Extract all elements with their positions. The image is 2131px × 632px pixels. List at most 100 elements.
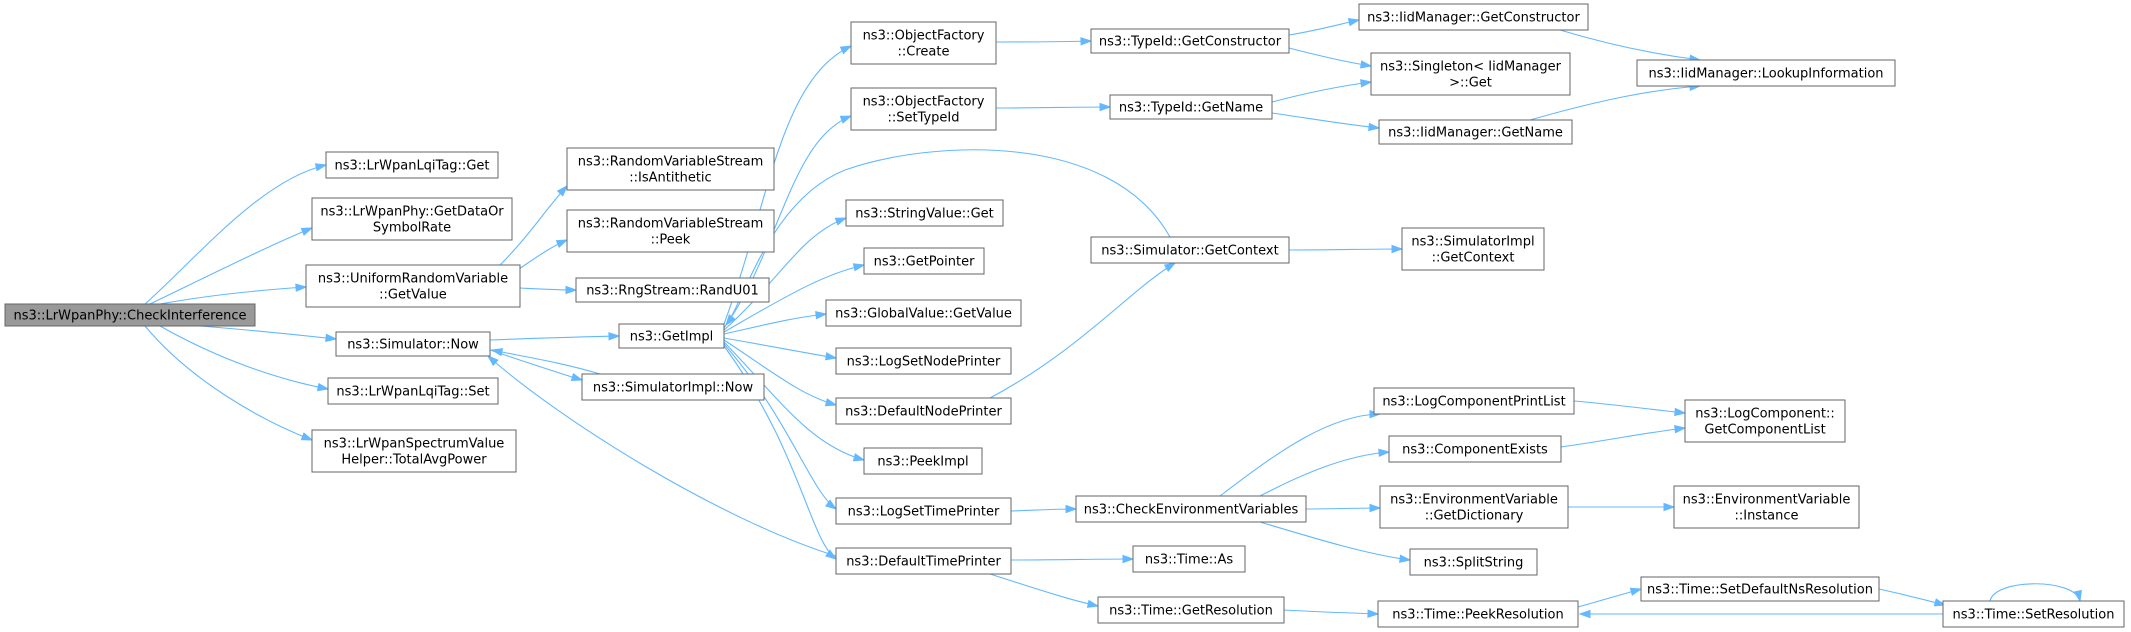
node-label: ns3::Time::SetResolution bbox=[1953, 608, 2115, 623]
edge-tidGetName-to-singleton bbox=[1271, 79, 1373, 103]
node-timeGetRes[interactable]: ns3::Time::GetResolution bbox=[1097, 596, 1285, 624]
edge-checkEnv-to-compExists bbox=[1259, 448, 1391, 497]
node-defNode[interactable]: ns3::DefaultNodePrinter bbox=[835, 397, 1012, 425]
node-lqiSet[interactable]: ns3::LrWpanLqiTag::Set bbox=[327, 377, 499, 405]
edge-timeSetRes-to-timePeekRes bbox=[1578, 609, 1944, 619]
node-envInstance[interactable]: ns3::EnvironmentVariable::Instance bbox=[1673, 485, 1860, 529]
node-lqiGet[interactable]: ns3::LrWpanLqiTag::Get bbox=[325, 151, 499, 179]
node-label: ns3::SplitString bbox=[1424, 556, 1524, 571]
node-iidGetCtor[interactable]: ns3::IidManager::GetConstructor bbox=[1358, 3, 1589, 31]
node-label: ::Create bbox=[898, 45, 950, 60]
node-logCompList[interactable]: ns3::LogComponent::GetComponentList bbox=[1684, 399, 1846, 443]
node-label: ns3::Time::As bbox=[1145, 553, 1234, 568]
node-checkEnv[interactable]: ns3::CheckEnvironmentVariables bbox=[1075, 495, 1307, 523]
edge-defNode-to-simGetCtx bbox=[989, 262, 1177, 399]
node-timeAs[interactable]: ns3::Time::As bbox=[1132, 545, 1246, 573]
node-timeSetDefNs[interactable]: ns3::Time::SetDefaultNsResolution bbox=[1640, 576, 1880, 602]
node-envGetDict[interactable]: ns3::EnvironmentVariable::GetDictionary bbox=[1379, 485, 1569, 529]
node-simNow[interactable]: ns3::Simulator::Now bbox=[335, 331, 491, 357]
node-splitStr[interactable]: ns3::SplitString bbox=[1409, 548, 1538, 576]
node-label: ns3::ComponentExists bbox=[1402, 443, 1548, 458]
node-label: ns3::ObjectFactory bbox=[863, 95, 985, 110]
node-label: ns3::LrWpanLqiTag::Get bbox=[335, 159, 490, 174]
edge-root-to-getDataOr bbox=[149, 227, 314, 305]
node-label: ns3::IidManager::GetConstructor bbox=[1367, 11, 1580, 26]
node-timeSetRes[interactable]: ns3::Time::SetResolution bbox=[1942, 600, 2125, 628]
edge-checkEnv-to-logCompPrint bbox=[1219, 410, 1382, 497]
node-label: ns3::LogComponentPrintList bbox=[1382, 395, 1565, 410]
edge-defTime-to-simNow bbox=[486, 354, 837, 557]
node-simImplNow[interactable]: ns3::SimulatorImpl::Now bbox=[581, 373, 765, 401]
node-label: ::GetContext bbox=[1432, 251, 1515, 266]
edge-timeSetDefNs-to-timeSetRes bbox=[1878, 588, 1947, 607]
node-totalAvg[interactable]: ns3::LrWpanSpectrumValueHelper::TotalAvg… bbox=[311, 429, 517, 473]
node-getPointer[interactable]: ns3::GetPointer bbox=[863, 247, 985, 275]
node-peek[interactable]: ns3::RandomVariableStream::Peek bbox=[566, 209, 775, 253]
edge-ofSetTypeId-to-tidGetName bbox=[995, 102, 1112, 112]
node-label: ns3::StringValue::Get bbox=[855, 207, 993, 222]
node-label: ns3::PeekImpl bbox=[877, 455, 968, 470]
node-label: Helper::TotalAvgPower bbox=[341, 453, 487, 468]
node-randU01[interactable]: ns3::RngStream::RandU01 bbox=[575, 277, 770, 303]
node-label: ns3::IidManager::GetName bbox=[1388, 126, 1563, 141]
node-label: ns3::TypeId::GetConstructor bbox=[1099, 35, 1282, 50]
edge-root-to-urvGetValue bbox=[159, 283, 308, 305]
node-defTime[interactable]: ns3::DefaultTimePrinter bbox=[835, 547, 1012, 575]
node-gvGetValue[interactable]: ns3::GlobalValue::GetValue bbox=[825, 299, 1022, 327]
node-label: ns3::CheckEnvironmentVariables bbox=[1084, 503, 1299, 518]
node-peekImpl[interactable]: ns3::PeekImpl bbox=[863, 447, 983, 475]
node-getImpl[interactable]: ns3::GetImpl bbox=[618, 323, 725, 349]
node-label: ns3::DefaultTimePrinter bbox=[846, 555, 1001, 570]
node-root[interactable]: ns3::LrWpanPhy::CheckInterference bbox=[4, 303, 256, 327]
node-label: ns3::Singleton< IidManager bbox=[1380, 60, 1562, 75]
node-label: ns3::GlobalValue::GetValue bbox=[835, 307, 1012, 322]
node-label: ns3::Time::GetResolution bbox=[1109, 604, 1273, 619]
node-label: ns3::UniformRandomVariable bbox=[318, 272, 508, 287]
node-label: ::Instance bbox=[1734, 509, 1798, 524]
edge-defTime-to-timeAs bbox=[1010, 554, 1135, 564]
node-label: ::GetValue bbox=[379, 288, 447, 303]
node-timePeekRes[interactable]: ns3::Time::PeekResolution bbox=[1377, 600, 1579, 628]
node-iidLookup[interactable]: ns3::IidManager::LookupInformation bbox=[1636, 59, 1896, 87]
edge-urvGetValue-to-randU01 bbox=[519, 285, 578, 295]
edge-ofCreate-to-tidGetCtor bbox=[995, 37, 1093, 46]
node-singleton[interactable]: ns3::Singleton< IidManager>::Get bbox=[1370, 52, 1571, 96]
node-simImplGetCtx[interactable]: ns3::SimulatorImpl::GetContext bbox=[1401, 227, 1545, 271]
node-simGetCtx[interactable]: ns3::Simulator::GetContext bbox=[1090, 236, 1290, 264]
node-tidGetName[interactable]: ns3::TypeId::GetName bbox=[1109, 94, 1273, 120]
node-label: >::Get bbox=[1449, 76, 1492, 91]
edge-logCompPrint-to-logCompList bbox=[1573, 400, 1687, 417]
edge-getImpl-to-gvGetValue bbox=[723, 310, 828, 335]
node-logCompPrint[interactable]: ns3::LogComponentPrintList bbox=[1373, 387, 1575, 415]
node-label: ns3::Time::PeekResolution bbox=[1392, 608, 1563, 623]
node-label: ns3::LrWpanSpectrumValue bbox=[324, 437, 505, 452]
node-label: ::IsAntithetic bbox=[629, 171, 711, 186]
edge-urvGetValue-to-isAnti bbox=[499, 184, 569, 266]
edge-getImpl-to-ofCreate bbox=[723, 45, 853, 325]
node-urvGetValue[interactable]: ns3::UniformRandomVariable::GetValue bbox=[305, 264, 521, 308]
node-ofSetTypeId[interactable]: ns3::ObjectFactory::SetTypeId bbox=[850, 87, 997, 131]
edge-root-to-lqiSet bbox=[159, 325, 330, 392]
edge-simGetCtx-to-getImpl bbox=[725, 149, 1171, 327]
node-strGet[interactable]: ns3::StringValue::Get bbox=[845, 199, 1004, 227]
node-iidGetName[interactable]: ns3::IidManager::GetName bbox=[1378, 119, 1573, 145]
node-label: GetComponentList bbox=[1704, 423, 1825, 438]
node-label: ns3::LogSetTimePrinter bbox=[848, 505, 1000, 520]
node-label: ns3::RandomVariableStream bbox=[578, 155, 764, 170]
node-label: ns3::SimulatorImpl::Now bbox=[593, 381, 754, 396]
edge-root-to-totalAvg bbox=[144, 325, 314, 441]
edge-timeGetRes-to-timePeekRes bbox=[1283, 609, 1380, 618]
node-logSetNode[interactable]: ns3::LogSetNodePrinter bbox=[835, 347, 1012, 375]
node-isAnti[interactable]: ns3::RandomVariableStream::IsAntithetic bbox=[566, 147, 775, 191]
edge-simImplNow-to-simNow bbox=[490, 348, 601, 375]
node-label: ns3::LrWpanPhy::CheckInterference bbox=[13, 309, 246, 324]
edge-getImpl-to-defNode bbox=[723, 339, 838, 407]
node-compExists[interactable]: ns3::ComponentExists bbox=[1388, 435, 1562, 463]
node-tidGetCtor[interactable]: ns3::TypeId::GetConstructor bbox=[1090, 28, 1290, 54]
edge-simNow-to-getImpl bbox=[489, 332, 621, 341]
node-ofCreate[interactable]: ns3::ObjectFactory::Create bbox=[850, 21, 997, 65]
edge-getImpl-to-strGet bbox=[723, 217, 848, 331]
node-logSetTime[interactable]: ns3::LogSetTimePrinter bbox=[835, 497, 1012, 525]
node-label: ns3::LrWpanPhy::GetDataOr bbox=[320, 205, 504, 220]
